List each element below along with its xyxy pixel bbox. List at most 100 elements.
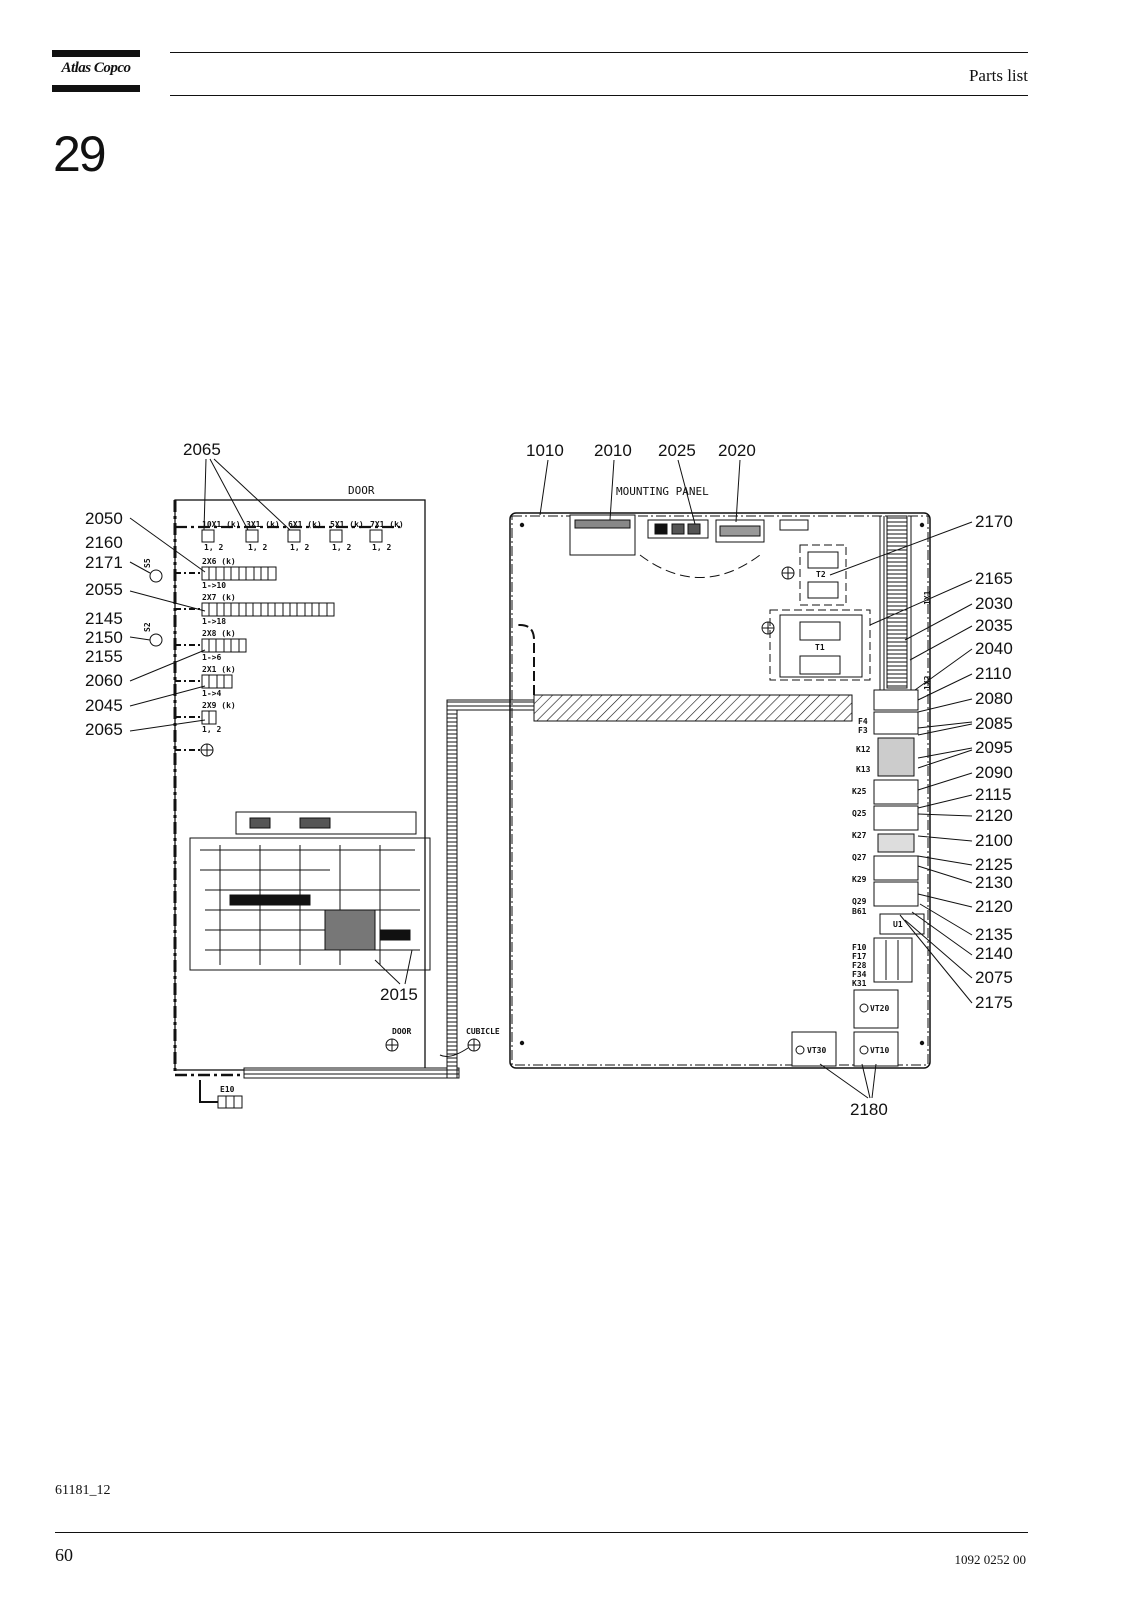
svg-text:1->4: 1->4 bbox=[202, 689, 221, 698]
callout-leaders-top bbox=[539, 459, 741, 525]
svg-text:2130: 2130 bbox=[975, 873, 1013, 892]
svg-text:S5: S5 bbox=[143, 558, 152, 568]
strip-label-1x2: 1X2 bbox=[923, 675, 932, 690]
svg-text:2055: 2055 bbox=[85, 580, 123, 599]
door-terminal-blocks: 2X6 (k) 1->10 2X7 (k) 1->18 2X8 (k) bbox=[201, 557, 335, 734]
callout-top-left: 2065 bbox=[183, 440, 221, 459]
svg-text:2175: 2175 bbox=[975, 993, 1013, 1012]
svg-text:2170: 2170 bbox=[975, 512, 1013, 531]
transformer-t1: T1 bbox=[769, 609, 871, 681]
cubicle-label: CUBICLE bbox=[466, 1027, 500, 1036]
svg-text:2160: 2160 bbox=[85, 533, 123, 552]
svg-text:2035: 2035 bbox=[975, 616, 1013, 635]
callout-leaders-2015 bbox=[374, 949, 413, 985]
wiring-diagram-sheet bbox=[189, 811, 431, 971]
callout-leaders-top-left bbox=[203, 458, 291, 531]
document-number: 1092 0252 00 bbox=[954, 1552, 1027, 1567]
svg-text:2095: 2095 bbox=[975, 738, 1013, 757]
transformer-t2: T2 bbox=[799, 544, 847, 606]
svg-text:T1: T1 bbox=[815, 643, 825, 652]
terminal-5x1: 5X1 (k) 1, 2 bbox=[329, 520, 364, 552]
svg-text:2010: 2010 bbox=[594, 441, 632, 460]
svg-text:2065: 2065 bbox=[85, 720, 123, 739]
svg-text:2045: 2045 bbox=[85, 696, 123, 715]
svg-text:7X1 (k): 7X1 (k) bbox=[370, 520, 404, 529]
svg-text:2155: 2155 bbox=[85, 647, 123, 666]
block-2x8 bbox=[201, 638, 247, 653]
block-2x6 bbox=[201, 566, 277, 581]
svg-text:K12: K12 bbox=[856, 745, 871, 754]
svg-text:2125: 2125 bbox=[975, 855, 1013, 874]
svg-text:3X1 (k): 3X1 (k) bbox=[246, 520, 280, 529]
mounting-panel-label: MOUNTING PANEL bbox=[616, 485, 709, 498]
svg-text:Q25: Q25 bbox=[852, 809, 867, 818]
svg-text:2085: 2085 bbox=[975, 714, 1013, 733]
svg-text:1->18: 1->18 bbox=[202, 617, 226, 626]
drawing-id: 61181_12 bbox=[55, 1483, 111, 1498]
svg-text:5X1 (k): 5X1 (k) bbox=[330, 520, 364, 529]
svg-text:F28: F28 bbox=[852, 961, 867, 970]
block-2x7 bbox=[201, 602, 335, 617]
svg-text:2150: 2150 bbox=[85, 628, 123, 647]
label-vt20: VT20 bbox=[870, 1004, 889, 1013]
header-rule-bottom bbox=[170, 95, 1028, 96]
svg-text:K29: K29 bbox=[852, 875, 867, 884]
block-2x9 bbox=[201, 710, 217, 725]
header-rule-top bbox=[170, 52, 1028, 53]
svg-text:2110: 2110 bbox=[975, 664, 1012, 683]
svg-text:1010: 1010 bbox=[526, 441, 564, 460]
callout-2180: 2180 bbox=[850, 1100, 888, 1119]
svg-text:1, 2: 1, 2 bbox=[204, 543, 223, 552]
svg-text:Q27: Q27 bbox=[852, 853, 867, 862]
switch-s5: S5 bbox=[143, 558, 163, 583]
label-vt30: VT30 bbox=[807, 1046, 826, 1055]
earth-symbol bbox=[200, 743, 214, 757]
panel-mount-holes bbox=[519, 522, 925, 1046]
svg-text:10X1 (k): 10X1 (k) bbox=[202, 520, 241, 529]
svg-text:2090: 2090 bbox=[975, 763, 1013, 782]
svg-text:2X7 (k): 2X7 (k) bbox=[202, 593, 236, 602]
svg-text:2165: 2165 bbox=[975, 569, 1013, 588]
callout-leaders-left bbox=[129, 517, 206, 732]
svg-text:2140: 2140 bbox=[975, 944, 1013, 963]
terminal-strip-1x1 bbox=[879, 515, 912, 690]
svg-text:F34: F34 bbox=[852, 970, 867, 979]
svg-text:Q29: Q29 bbox=[852, 897, 867, 906]
svg-text:B61: B61 bbox=[852, 907, 867, 916]
svg-text:2115: 2115 bbox=[975, 785, 1012, 804]
svg-text:2050: 2050 bbox=[85, 509, 123, 528]
terminal-10x1: 10X1 (k) 1, 2 bbox=[201, 520, 241, 552]
svg-text:1, 2: 1, 2 bbox=[248, 543, 267, 552]
callout-leaders-right bbox=[829, 521, 973, 1004]
svg-text:1, 2: 1, 2 bbox=[290, 543, 309, 552]
page-number: 60 bbox=[55, 1545, 73, 1565]
cubicle-earth bbox=[439, 1038, 481, 1057]
svg-text:1->6: 1->6 bbox=[202, 653, 221, 662]
switch-s2: S2 bbox=[143, 622, 163, 647]
callouts-right: 2170 2165 2030 2035 2040 2110 2080 2085 … bbox=[975, 512, 1013, 1012]
connector-e10: E10 bbox=[199, 1080, 243, 1109]
logo-bar-top bbox=[52, 50, 140, 57]
door-wiring bbox=[175, 572, 202, 751]
svg-text:2X6 (k): 2X6 (k) bbox=[202, 557, 236, 566]
mounting-panel bbox=[509, 512, 931, 1069]
callouts-left: 2050 2160 2171 2055 2145 2150 2155 2060 … bbox=[85, 509, 123, 739]
svg-text:K27: K27 bbox=[852, 831, 867, 840]
atlas-copco-logo: Atlas Copco bbox=[52, 50, 140, 92]
callouts-top: 1010 2010 2025 2020 bbox=[526, 441, 756, 460]
svg-text:2030: 2030 bbox=[975, 594, 1013, 613]
footer-rule bbox=[55, 1532, 1028, 1533]
svg-text:6X1 (k): 6X1 (k) bbox=[288, 520, 322, 529]
door-label-top: DOOR bbox=[348, 484, 375, 497]
svg-text:S2: S2 bbox=[143, 622, 152, 632]
svg-text:2X1 (k): 2X1 (k) bbox=[202, 665, 236, 674]
callout-2015: 2015 bbox=[380, 985, 418, 1004]
svg-text:T2: T2 bbox=[816, 570, 826, 579]
terminal-3x1: 3X1 (k) 1, 2 bbox=[245, 520, 280, 552]
strip-label-1x1: 1X1 bbox=[923, 590, 932, 605]
earth-t1 bbox=[761, 621, 775, 635]
svg-text:2080: 2080 bbox=[975, 689, 1013, 708]
svg-text:1, 2: 1, 2 bbox=[372, 543, 391, 552]
svg-text:2075: 2075 bbox=[975, 968, 1013, 987]
svg-text:2X9 (k): 2X9 (k) bbox=[202, 701, 236, 710]
